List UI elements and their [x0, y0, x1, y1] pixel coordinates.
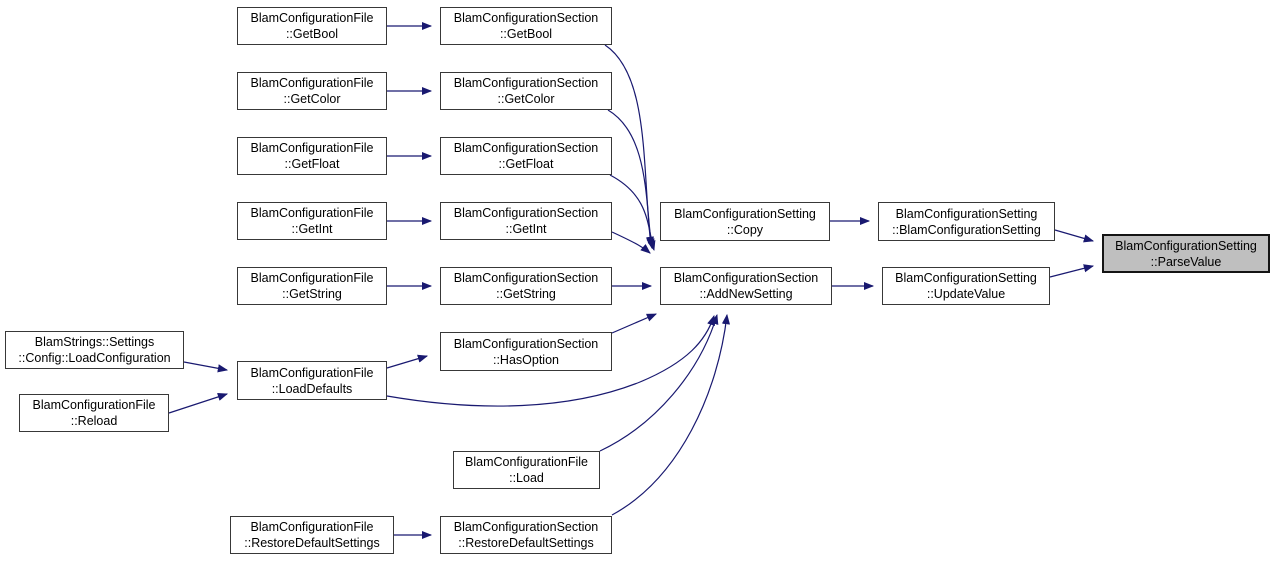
- node-section-restoredefaultsettings[interactable]: BlamConfigurationSection ::RestoreDefaul…: [440, 516, 612, 554]
- node-section-addnewsetting[interactable]: BlamConfigurationSection ::AddNewSetting: [660, 267, 832, 305]
- node-label-line2: ::Config::LoadConfiguration: [18, 351, 171, 365]
- node-file-getstring[interactable]: BlamConfigurationFile ::GetString: [237, 267, 387, 305]
- node-section-getint[interactable]: BlamConfigurationSection ::GetInt: [440, 202, 612, 240]
- node-section-getbool[interactable]: BlamConfigurationSection ::GetBool: [440, 7, 612, 45]
- node-label-line1: BlamConfigurationSection: [453, 76, 599, 90]
- node-label-line2: ::UpdateValue: [926, 287, 1006, 301]
- node-file-load[interactable]: BlamConfigurationFile ::Load: [453, 451, 600, 489]
- node-label-line1: BlamConfigurationFile: [250, 271, 374, 285]
- node-label-line2: ::Load: [509, 471, 544, 485]
- node-label-line1: BlamConfigurationFile: [250, 365, 374, 380]
- edge-loaddefaults-to-hasoption: [386, 354, 429, 369]
- node-label-line1: BlamConfigurationSection: [453, 271, 599, 285]
- node-label-line1: BlamConfigurationSetting: [674, 206, 816, 221]
- node-setting-updatevalue[interactable]: BlamConfigurationSetting ::UpdateValue: [882, 267, 1050, 305]
- node-file-getint[interactable]: BlamConfigurationFile ::GetInt: [237, 202, 387, 240]
- node-label-line2: ::GetFloat: [284, 157, 340, 171]
- node-label-line2: ::GetInt: [291, 222, 333, 236]
- node-section-hasoption[interactable]: BlamConfigurationSection ::HasOption: [440, 332, 612, 371]
- edge-load-to-addnewsetting: [599, 313, 719, 452]
- node-label-line2: ::GetString: [496, 287, 556, 301]
- node-label-line1: BlamConfigurationFile: [250, 520, 374, 534]
- node-label-line2: ::GetString: [282, 287, 342, 301]
- node-label-line2: ::GetInt: [505, 222, 547, 236]
- node-label-line1: BlamConfigurationFile: [465, 455, 588, 469]
- edge-reload-to-loaddefaults: [168, 392, 229, 414]
- node-label-line2: ::HasOption: [492, 352, 559, 367]
- edge-section-getint-to-addnewsetting: [611, 231, 651, 254]
- node-label-line1: BlamConfigurationSection: [453, 520, 599, 534]
- node-setting-parsevalue: BlamConfigurationSetting ::ParseValue: [1102, 234, 1270, 273]
- edge-section-restoredefaults-to-addnewsetting: [611, 313, 731, 516]
- node-label-line1: BlamConfigurationSection: [673, 271, 819, 285]
- edge-hasoption-to-addnewsetting: [611, 313, 657, 334]
- edge-section-getfloat-to-addnewsetting: [609, 174, 656, 252]
- edge-updatevalue-to-parsevalue: [1049, 264, 1095, 278]
- node-setting-copy[interactable]: BlamConfigurationSetting ::Copy: [660, 202, 830, 241]
- node-file-getcolor[interactable]: BlamConfigurationFile ::GetColor: [237, 72, 387, 110]
- node-label-line2: ::AddNewSetting: [699, 287, 793, 301]
- node-label-line1: BlamConfigurationSection: [453, 206, 599, 220]
- edge-loadconfiguration-to-loaddefaults: [183, 361, 229, 373]
- node-file-getfloat[interactable]: BlamConfigurationFile ::GetFloat: [237, 137, 387, 175]
- node-file-getbool[interactable]: BlamConfigurationFile ::GetBool: [237, 7, 387, 45]
- node-label-line1: BlamConfigurationSetting: [895, 206, 1038, 221]
- node-file-loaddefaults[interactable]: BlamConfigurationFile ::LoadDefaults: [237, 361, 387, 400]
- node-label-line2: ::GetFloat: [498, 157, 554, 171]
- node-label-line2: ::GetBool: [499, 27, 553, 41]
- node-label-line1: BlamConfigurationSetting: [895, 271, 1037, 285]
- node-strings-loadconfiguration[interactable]: BlamStrings::Settings ::Config::LoadConf…: [5, 331, 184, 369]
- node-file-restoredefaultsettings[interactable]: BlamConfigurationFile ::RestoreDefaultSe…: [230, 516, 394, 554]
- edge-constructor-to-parsevalue: [1054, 229, 1095, 243]
- node-label-line1: BlamConfigurationSection: [453, 141, 599, 155]
- node-section-getstring[interactable]: BlamConfigurationSection ::GetString: [440, 267, 612, 305]
- node-label-line1: BlamConfigurationSetting: [1115, 238, 1257, 253]
- node-label-line1: BlamConfigurationFile: [250, 11, 374, 25]
- node-label-line2: ::GetColor: [497, 92, 555, 106]
- node-section-getfloat[interactable]: BlamConfigurationSection ::GetFloat: [440, 137, 612, 175]
- node-label-line2: ::GetBool: [285, 27, 339, 41]
- node-label-line2: ::Copy: [726, 222, 764, 237]
- node-label-line1: BlamStrings::Settings: [34, 335, 155, 349]
- node-label-line1: BlamConfigurationFile: [250, 141, 374, 155]
- node-section-getcolor[interactable]: BlamConfigurationSection ::GetColor: [440, 72, 612, 110]
- node-label-line2: ::GetColor: [283, 92, 341, 106]
- node-label-line2: ::BlamConfigurationSetting: [892, 222, 1041, 237]
- node-label-line2: ::ParseValue: [1150, 254, 1222, 269]
- node-label-line1: BlamConfigurationSection: [453, 336, 599, 351]
- node-label-line1: BlamConfigurationFile: [250, 76, 374, 90]
- node-label-line2: ::RestoreDefaultSettings: [244, 536, 380, 550]
- node-file-reload[interactable]: BlamConfigurationFile ::Reload: [19, 394, 169, 432]
- node-label-line2: ::LoadDefaults: [271, 381, 353, 396]
- node-label-line2: ::Reload: [70, 414, 118, 428]
- node-label-line1: BlamConfigurationFile: [32, 398, 156, 412]
- node-setting-constructor[interactable]: BlamConfigurationSetting ::BlamConfigura…: [878, 202, 1055, 241]
- edge-loaddefaults-to-addnewsetting: [386, 314, 715, 407]
- node-label-line1: BlamConfigurationSection: [453, 11, 599, 25]
- node-label-line1: BlamConfigurationFile: [250, 206, 374, 220]
- node-label-line2: ::RestoreDefaultSettings: [458, 536, 594, 550]
